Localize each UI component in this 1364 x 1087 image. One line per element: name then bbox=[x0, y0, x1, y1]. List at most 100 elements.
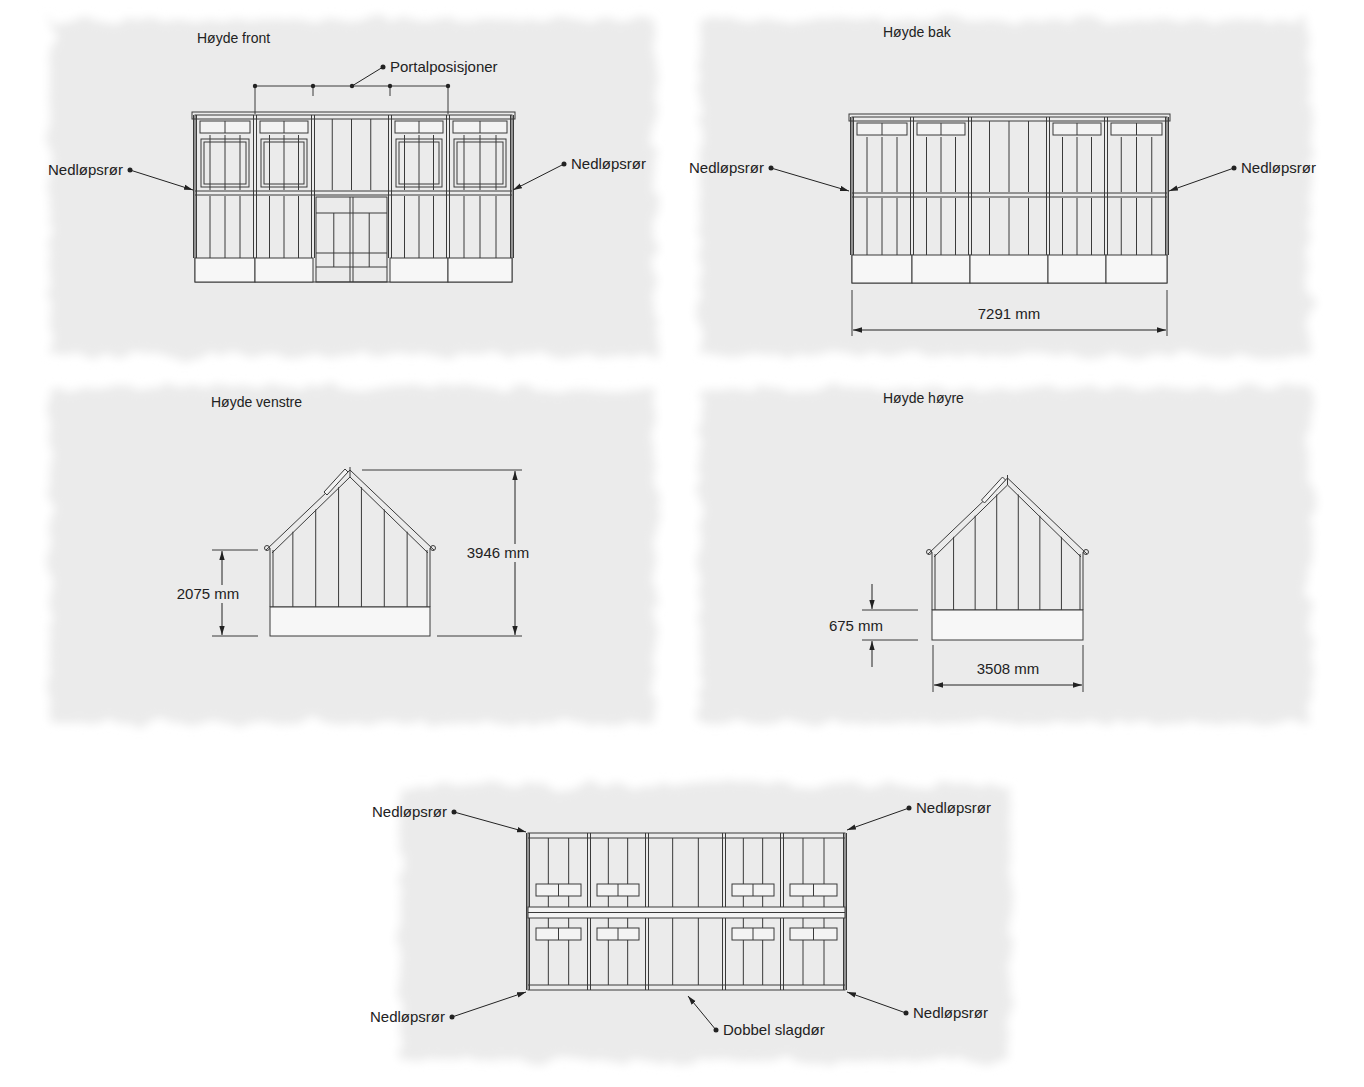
dimension-line bbox=[872, 584, 873, 609]
dimension-label: 675 mm bbox=[826, 617, 886, 635]
post bbox=[253, 115, 254, 258]
callout-label: Nedløpsrør bbox=[689, 159, 764, 177]
roof-vent bbox=[260, 121, 308, 133]
glazing-bar bbox=[1121, 137, 1122, 192]
wall-post bbox=[270, 548, 271, 607]
vent-divider bbox=[813, 884, 814, 896]
rafter bbox=[928, 478, 1008, 554]
leader-line bbox=[454, 812, 526, 832]
base-panel bbox=[255, 258, 313, 282]
glazing-bar bbox=[1009, 198, 1010, 255]
glazing-bar bbox=[407, 532, 408, 607]
glazing-bar bbox=[1062, 198, 1063, 255]
glazing-bar bbox=[941, 198, 942, 255]
transom bbox=[195, 191, 512, 192]
post bbox=[256, 115, 257, 258]
glazing-bar bbox=[1136, 137, 1137, 192]
transom bbox=[195, 195, 512, 196]
door-stile bbox=[350, 197, 351, 282]
glazing-bar bbox=[975, 516, 976, 610]
callout-label: Nedløpsrør bbox=[1241, 159, 1316, 177]
vent-divider bbox=[618, 928, 619, 940]
post bbox=[196, 115, 197, 258]
roof-vent bbox=[732, 884, 774, 896]
glazing-bar bbox=[955, 137, 956, 192]
panel-layer bbox=[50, 20, 1310, 1060]
glazing-bar bbox=[480, 135, 481, 190]
leader-line bbox=[513, 164, 564, 190]
leader-line bbox=[847, 992, 906, 1013]
plan-outline bbox=[528, 833, 845, 990]
sketch-panel bbox=[50, 20, 655, 355]
callout-label: Nedløpsrør bbox=[370, 1008, 445, 1026]
wall-post bbox=[932, 552, 933, 610]
glazing-bar bbox=[419, 196, 420, 258]
gutter bbox=[431, 546, 436, 551]
rafter bbox=[1008, 478, 1088, 554]
vent-divider bbox=[419, 121, 420, 133]
post bbox=[1168, 117, 1169, 255]
glazing-bar bbox=[464, 135, 465, 190]
callout-label: Nedløpsrør bbox=[571, 155, 646, 173]
leader-dot bbox=[128, 168, 133, 173]
glazing-bar bbox=[370, 119, 371, 190]
ridge-line bbox=[528, 912, 845, 913]
post bbox=[391, 115, 392, 258]
base-panel bbox=[1106, 255, 1167, 283]
view-title: Høyde bak bbox=[883, 23, 951, 41]
dimension-label: 3946 mm bbox=[464, 544, 533, 562]
leader-line bbox=[847, 808, 909, 830]
sketch-panel bbox=[700, 20, 1310, 355]
rafter bbox=[526, 833, 527, 990]
post bbox=[311, 115, 312, 258]
glazing-bar bbox=[225, 135, 226, 190]
wall-post bbox=[430, 548, 431, 607]
glazing-bar bbox=[361, 487, 362, 607]
gutter bbox=[265, 546, 270, 551]
wall-post bbox=[1083, 552, 1084, 610]
sketch-panel bbox=[400, 785, 1010, 1060]
extension-line bbox=[862, 610, 918, 611]
glazing-bar bbox=[351, 119, 352, 190]
glazing-bar bbox=[1018, 495, 1019, 610]
glazing-bar bbox=[1077, 198, 1078, 255]
glazing-bar bbox=[464, 196, 465, 258]
ridge-cap bbox=[1007, 475, 1008, 485]
glazing-bar bbox=[404, 196, 405, 258]
post bbox=[910, 117, 911, 255]
base-panel bbox=[448, 258, 512, 282]
glazing-bar bbox=[1121, 198, 1122, 255]
glazing-bar bbox=[404, 135, 405, 190]
post bbox=[1046, 117, 1047, 255]
door-rail bbox=[316, 213, 387, 214]
gutter bbox=[1084, 550, 1089, 555]
glazing-bar bbox=[989, 121, 990, 192]
sketch-panel bbox=[700, 388, 1310, 723]
rafter bbox=[266, 470, 350, 550]
base-panel bbox=[912, 255, 970, 283]
door-rail bbox=[316, 253, 387, 254]
sketch-panel bbox=[50, 388, 655, 723]
post bbox=[1104, 117, 1105, 255]
glazing-bar bbox=[1077, 137, 1078, 192]
base-panel bbox=[1048, 255, 1106, 283]
glazing-bar bbox=[941, 137, 942, 192]
vent-divider bbox=[558, 928, 559, 940]
dimension-line bbox=[872, 641, 873, 667]
extension-line bbox=[255, 86, 256, 114]
glazing-bar bbox=[1091, 137, 1092, 192]
double-door bbox=[316, 197, 387, 282]
base-wall bbox=[270, 607, 430, 636]
wall-post bbox=[935, 554, 936, 610]
base-wall bbox=[932, 610, 1083, 640]
eaves-line bbox=[528, 985, 845, 986]
post bbox=[850, 117, 851, 255]
glazing-bar bbox=[496, 135, 497, 190]
extension-line bbox=[212, 550, 258, 551]
base-panel bbox=[195, 258, 255, 282]
glazing-bar bbox=[210, 196, 211, 258]
post bbox=[193, 115, 194, 258]
glazing-bar bbox=[292, 532, 293, 607]
glazing-bar bbox=[480, 196, 481, 258]
